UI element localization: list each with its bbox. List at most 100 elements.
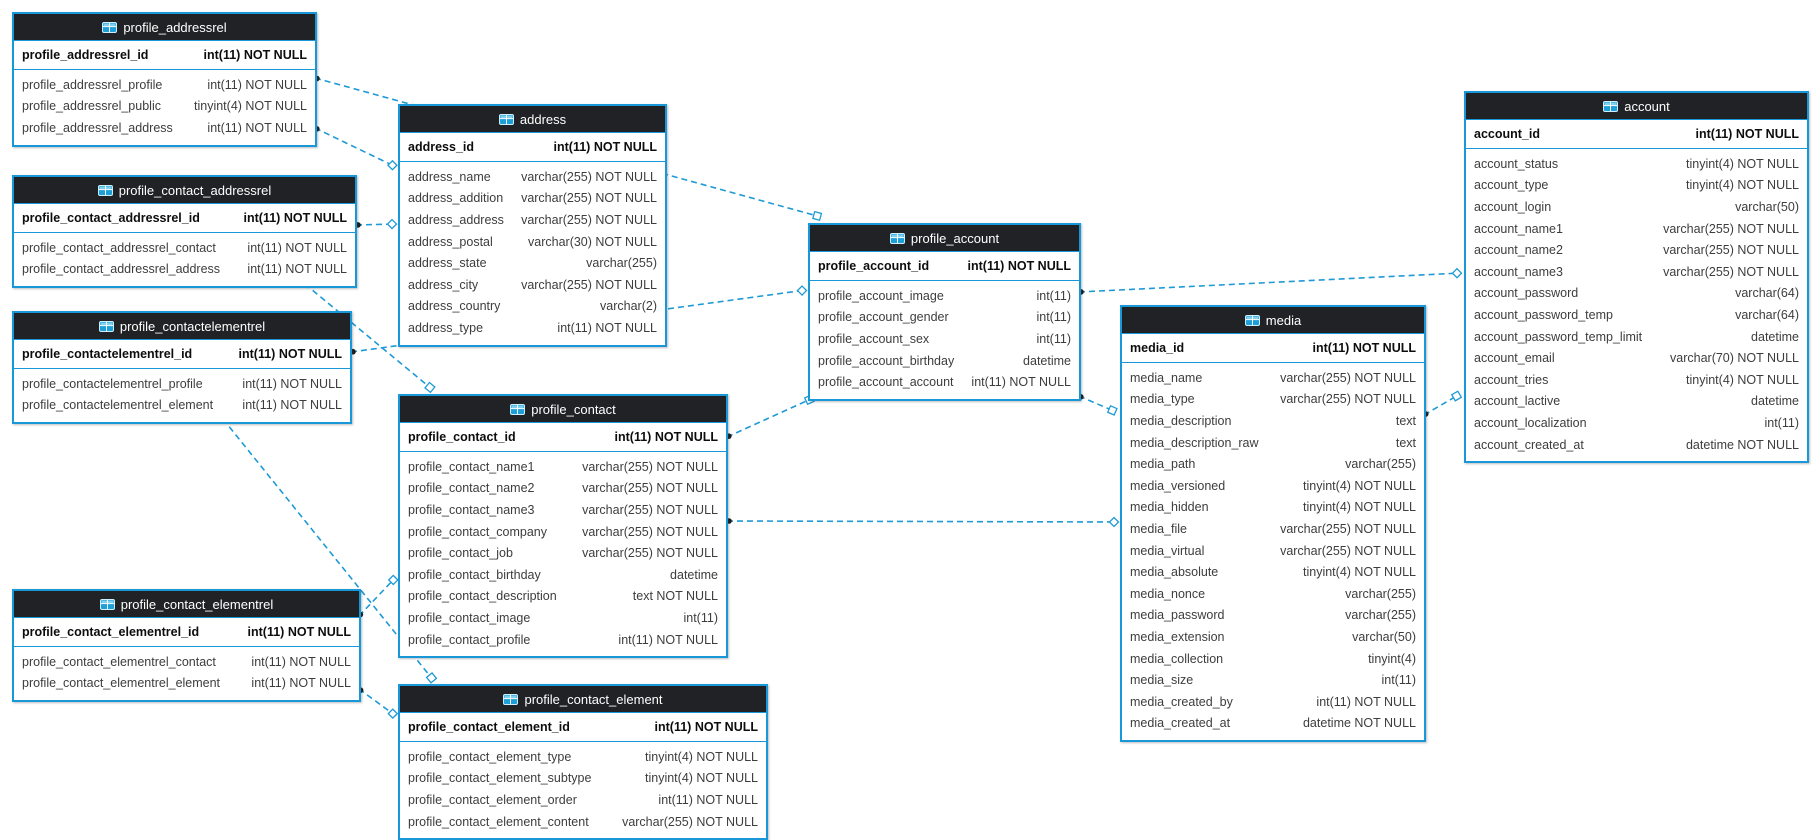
table-header[interactable]: profile_contact xyxy=(400,396,726,423)
relationship-line-profile_contact_elementrel-profile_contact_element[interactable] xyxy=(358,688,397,717)
table-header[interactable]: profile_contact_elementrel xyxy=(14,591,359,618)
relationship-line-profile_contact_addressrel-profile_contact[interactable] xyxy=(304,283,434,391)
table-header[interactable]: profile_contact_addressrel xyxy=(14,177,355,204)
table-header[interactable]: profile_addressrel xyxy=(14,14,315,41)
table-header[interactable]: profile_contactelementrel xyxy=(14,313,350,340)
table-header[interactable]: address xyxy=(400,106,665,133)
table-header[interactable]: account xyxy=(1466,93,1807,120)
relationship-line-profile_contactelementrel-profile_account[interactable] xyxy=(350,289,807,353)
table-header[interactable]: profile_account xyxy=(810,225,1079,252)
table-header[interactable]: profile_contact_element xyxy=(400,686,766,713)
relationship-line-profile_account-account[interactable] xyxy=(1078,272,1462,293)
relationship-line-profile_contact-profile_account[interactable] xyxy=(726,397,814,438)
table-header[interactable]: media xyxy=(1122,307,1424,334)
relationship-line-profile_contact-media[interactable] xyxy=(726,520,1119,523)
